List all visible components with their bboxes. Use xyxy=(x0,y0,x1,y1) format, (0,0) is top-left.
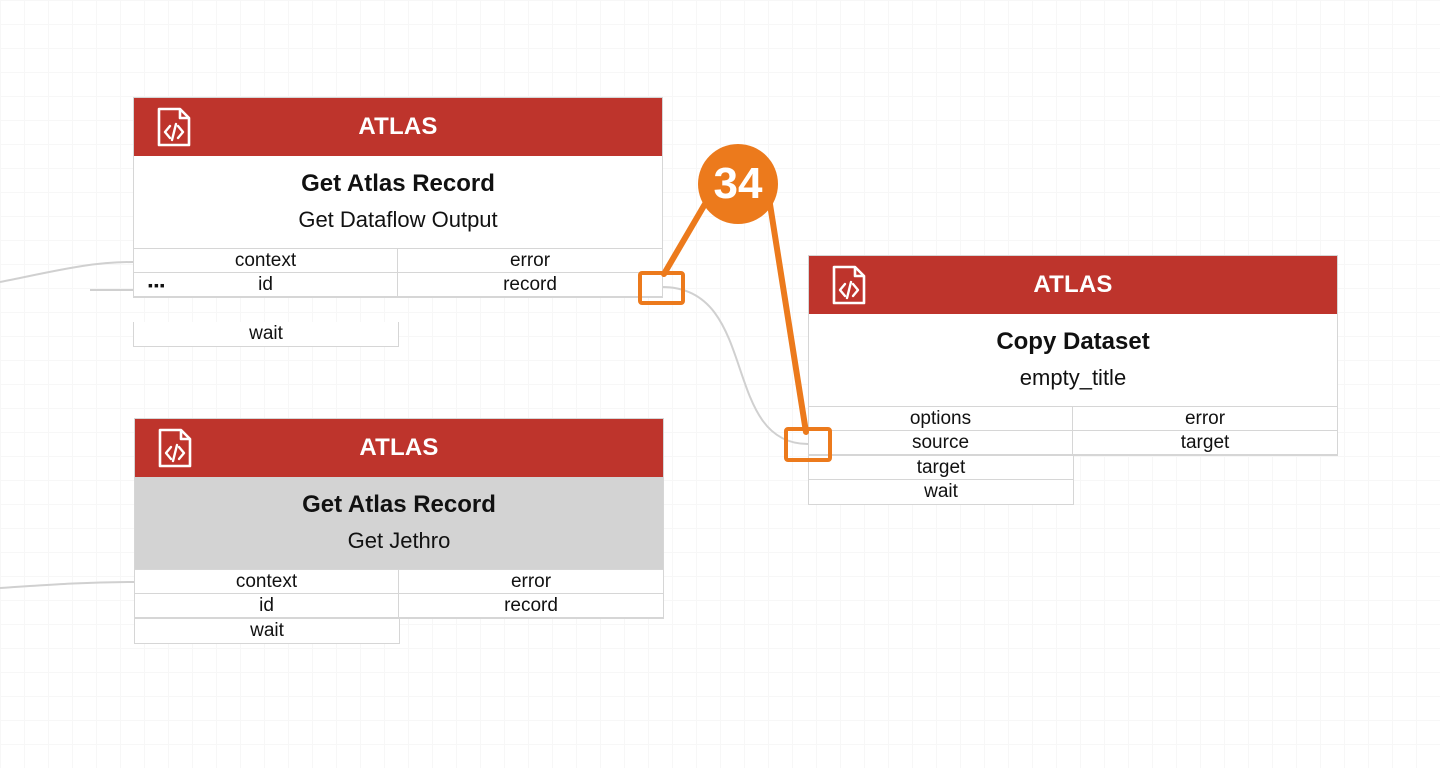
input-ports: context ▪▪▪ id xyxy=(134,249,398,297)
input-port-options[interactable]: options xyxy=(809,407,1072,431)
highlight-source-port xyxy=(784,427,832,462)
input-ports-extra: wait xyxy=(134,619,400,644)
input-port-id[interactable]: ▪▪▪ id xyxy=(134,273,397,297)
node-title: Get Atlas Record xyxy=(301,169,495,197)
node-category: ATLAS xyxy=(358,113,438,140)
input-port-source[interactable]: source xyxy=(809,431,1072,455)
node-body[interactable]: Copy Dataset empty_title xyxy=(809,314,1337,407)
input-ports: options source xyxy=(809,407,1073,455)
node-title: Get Atlas Record xyxy=(302,490,496,518)
node-ports: context ▪▪▪ id error record xyxy=(134,249,662,297)
output-ports: error record xyxy=(399,570,663,618)
node-subtitle: Get Jethro xyxy=(347,527,451,553)
node-header[interactable]: ATLAS xyxy=(135,419,663,477)
output-port-target[interactable]: target xyxy=(1073,431,1337,455)
node-subtitle: Get Dataflow Output xyxy=(298,206,498,232)
code-file-icon xyxy=(158,428,192,468)
node-get-atlas-record-dataflow[interactable]: ATLAS Get Atlas Record Get Dataflow Outp… xyxy=(133,97,663,347)
node-header[interactable]: ATLAS xyxy=(134,98,662,156)
input-port-id[interactable]: id xyxy=(135,594,398,618)
node-title: Copy Dataset xyxy=(996,327,1150,355)
node-body[interactable]: Get Atlas Record Get Dataflow Output xyxy=(134,156,662,249)
input-port-context[interactable]: context xyxy=(134,249,397,273)
collapsed-connections-marker[interactable]: ▪▪▪ xyxy=(148,277,166,293)
code-file-icon xyxy=(157,107,191,147)
wire-record-to-source[interactable] xyxy=(661,286,809,445)
input-port-wait[interactable]: wait xyxy=(250,620,284,641)
node-copy-dataset[interactable]: ATLAS Copy Dataset empty_title options s… xyxy=(808,255,1338,505)
node-header[interactable]: ATLAS xyxy=(809,256,1337,314)
annotation-pointer xyxy=(661,189,809,435)
wire-into-node1-context[interactable] xyxy=(0,261,135,283)
wire-into-node2-context[interactable] xyxy=(0,581,135,589)
input-ports: context id xyxy=(135,570,399,618)
input-ports-extra: target wait xyxy=(808,456,1074,505)
node-ports: options source error target xyxy=(809,407,1337,455)
node-category: ATLAS xyxy=(1033,271,1113,298)
input-port-context[interactable]: context xyxy=(135,570,398,594)
annotation-badge: 34 xyxy=(698,144,778,224)
output-port-error[interactable]: error xyxy=(1073,407,1337,431)
input-port-wait[interactable]: wait xyxy=(249,323,283,344)
node-get-atlas-record-jethro[interactable]: ATLAS Get Atlas Record Get Jethro contex… xyxy=(134,418,664,644)
input-ports-extra: wait xyxy=(133,322,399,347)
code-file-icon xyxy=(832,265,866,305)
output-ports: error target xyxy=(1073,407,1337,455)
output-port-error[interactable]: error xyxy=(398,249,662,273)
node-body-selected[interactable]: Get Atlas Record Get Jethro xyxy=(135,477,663,570)
output-port-error[interactable]: error xyxy=(399,570,663,594)
input-port-target[interactable]: target xyxy=(809,456,1073,480)
output-port-record[interactable]: record xyxy=(398,273,662,297)
input-port-wait[interactable]: wait xyxy=(924,481,958,502)
output-port-record[interactable]: record xyxy=(399,594,663,618)
node-ports: context id error record xyxy=(135,570,663,618)
output-ports: error record xyxy=(398,249,662,297)
node-subtitle: empty_title xyxy=(1019,364,1127,390)
highlight-record-port xyxy=(638,271,685,305)
node-category: ATLAS xyxy=(359,434,439,461)
